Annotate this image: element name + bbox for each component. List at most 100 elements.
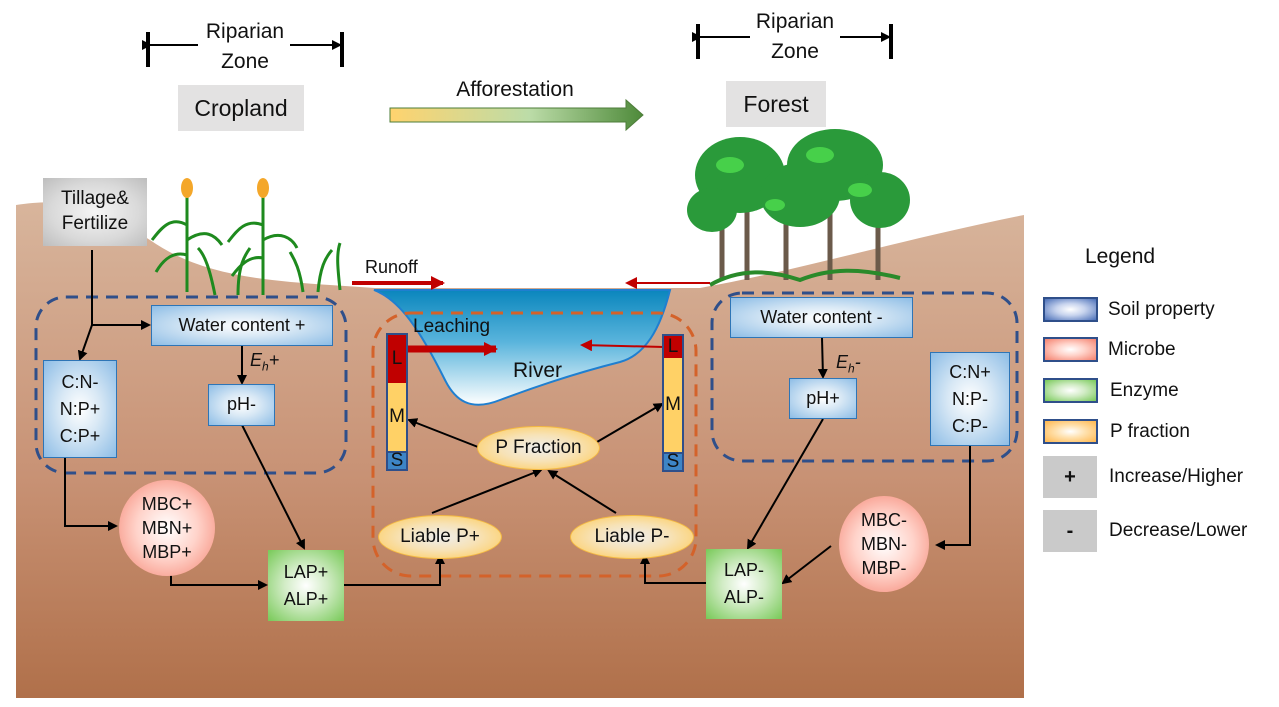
water-content-box-left: Water content + [151,305,333,346]
microbe-circle-right: MBC- MBN- MBP- [839,496,929,592]
crop-tassel [257,178,269,198]
river-label: River [513,359,563,382]
legend-label: Microbe [1108,338,1176,360]
stoich-np: N:P- [952,389,988,409]
stack-layer-moderate: M [388,383,406,451]
leaching-label: Leaching [413,316,491,337]
eh-symbol: E [836,352,849,372]
ph-box-right: pH+ [789,378,857,419]
stoich-cp: C:P+ [59,426,101,446]
riparian-bracket-left [142,32,344,67]
plus-icon: + [1043,456,1097,498]
riparian-line2: Zone [221,50,269,73]
arrow-pfrac-to-stack-right [596,402,664,443]
legend-title: Legend [1085,245,1156,268]
microbe-circle-left: MBC+ MBN+ MBP+ [119,480,215,576]
cropland-soil-group [34,295,348,475]
legend-label: Soil property [1108,298,1215,320]
stack-layer-labile: L [388,335,406,383]
legend-swatch-microbe [1043,337,1098,362]
alp: ALP- [723,587,765,607]
enzyme-box-right: LAP- ALP- [706,549,782,619]
eh-sub: h [848,361,855,376]
lap: LAP+ [283,561,329,582]
driver-line1: Tillage& [61,188,129,209]
p-fraction-group [371,311,698,578]
lap: LAP- [723,560,765,580]
eh-symbol: E [250,350,263,370]
cropland-label: Cropland [178,85,304,131]
legend-label: P fraction [1110,420,1190,442]
river-water [373,289,672,406]
legend-item-decrease: - Decrease/Lower [1043,510,1247,552]
legend-item-pfraction: P fraction [1043,419,1190,444]
stoich-cp: C:P- [952,416,988,436]
stoichiometry-box-right: C:N+ N:P- C:P- [930,352,1010,446]
riparian-zone-label-left: Riparian Zone [195,17,295,77]
legend-item-increase: + Increase/Higher [1043,456,1243,498]
riparian-zone-label-right: Riparian Zone [745,7,845,67]
legend-item-microbe: Microbe [1043,337,1176,362]
eh-sign: - [854,352,861,372]
stack-layer-moderate: M [664,358,682,452]
legend-swatch-enzyme [1043,378,1098,403]
eh-sign: + [268,350,280,370]
minus-icon: - [1043,510,1097,552]
arrow-enzyme-to-liable-right [640,554,706,584]
riparian-line2: Zone [771,40,819,63]
liable-p-left-node: Liable P+ [378,515,502,559]
legend-swatch-soil [1043,297,1098,322]
stack-layer-labile: L [664,336,682,358]
crop-plants [150,195,342,296]
mbp: MBP+ [142,542,192,562]
water-content-box-right: Water content - [730,297,913,338]
forest-label: Forest [726,81,826,127]
mbn: MBN- [861,534,907,554]
enzyme-box-left: LAP+ ALP+ [268,550,344,621]
runoff-label: Runoff [365,257,418,277]
p-fraction-stack-right: L M S [662,334,684,472]
legend-label: Increase/Higher [1109,466,1244,487]
mbc: MBC- [861,510,907,530]
eh-sub: h [262,359,269,374]
p-fraction-node: P Fraction [477,426,600,470]
arrow-liable-left-to-pfrac [431,468,543,514]
p-fraction-stack-left: L M S [386,333,408,471]
stack-layer-stable: S [388,450,406,471]
arrow-water-to-ph-right [817,337,828,379]
stack-layer-stable: S [664,451,682,472]
legend-item-soil: Soil property [1043,297,1215,322]
mbn: MBN+ [141,518,193,538]
crop-tassel [181,178,193,198]
stoich-cn: C:N- [61,372,99,392]
arrow-to-stoich-left [77,324,93,361]
mbc: MBC+ [141,494,193,514]
afforestation-label: Afforestation [456,78,574,101]
arrow-ph-to-enzyme-right [746,418,824,550]
arrow-ph-to-enzyme-left [241,424,305,550]
riparian-bracket-right [692,24,893,59]
forest-trees [687,129,910,287]
arrow-microbe-to-enzyme-left [170,573,268,590]
leaching-arrow-right [580,339,665,352]
mbp: MBP- [861,558,907,578]
stoich-np: N:P+ [59,399,101,419]
liable-p-right-node: Liable P- [570,515,694,559]
arrow-enzyme-to-liable-left [344,554,445,586]
legend-label: Decrease/Lower [1109,520,1248,541]
legend-item-enzyme: Enzyme [1043,378,1179,403]
legend-swatch-pfraction [1043,419,1098,444]
driver-line2: Fertilize [61,213,129,234]
arrow-pfrac-to-stack-left [407,418,479,448]
eh-label-right: Eh- [836,352,861,376]
alp: ALP+ [283,588,329,609]
arrow-liable-right-to-pfrac [547,469,617,514]
stoich-cn: C:N+ [949,362,991,382]
afforestation-arrow [389,98,644,132]
arrow-microbe-to-enzyme-right [781,545,832,585]
ph-box-left: pH- [208,384,275,426]
eh-label-left: Eh+ [250,350,279,374]
tillage-fertilize-box: Tillage& Fertilize [43,178,147,246]
riparian-line1: Riparian [755,10,835,33]
